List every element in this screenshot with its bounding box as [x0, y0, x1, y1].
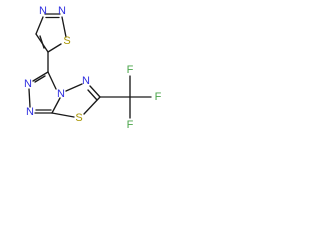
bond-c3-n4-double: [34, 75, 46, 83]
bond-c7-s: [83, 96, 101, 115]
atom-f-right: F: [155, 91, 162, 103]
atom-n-thiadiazole-1: N: [39, 5, 47, 17]
bond-n4-n5: [28, 88, 31, 108]
atom-s-fused: S: [75, 112, 82, 124]
bond-c3-n4: [32, 71, 49, 82]
atom-n-thiadiazole-2: N: [58, 5, 66, 17]
atom-s-thiadiazole: S: [63, 35, 70, 47]
bonds: [28, 13, 152, 119]
bond-nbridge-nright: [65, 83, 83, 92]
atom-n-right: N: [82, 75, 90, 87]
bond-n2-s: [61, 16, 67, 38]
bond-c5-c4-double: [39, 35, 45, 49]
bond-nright-c7: [89, 85, 101, 98]
atom-n-triazole-lower: N: [26, 106, 34, 118]
molecule-structure-diagram: N N S N N N N S F F F: [24, 5, 162, 131]
bond-s-c6: [51, 112, 75, 118]
bond-c4-n1: [35, 16, 44, 35]
bond-c6-nbridge: [51, 97, 61, 114]
atom-f-top: F: [127, 64, 134, 76]
atom-labels: N N S N N N N S F F F: [24, 5, 162, 131]
bond-s-c5: [47, 43, 62, 53]
bond-nright-c7-double: [87, 89, 98, 101]
atom-n-triazole-upper: N: [24, 78, 32, 90]
atom-n-bridge: N: [57, 88, 65, 100]
bond-nbridge-c3: [47, 71, 57, 90]
atom-f-bottom: F: [127, 119, 134, 131]
